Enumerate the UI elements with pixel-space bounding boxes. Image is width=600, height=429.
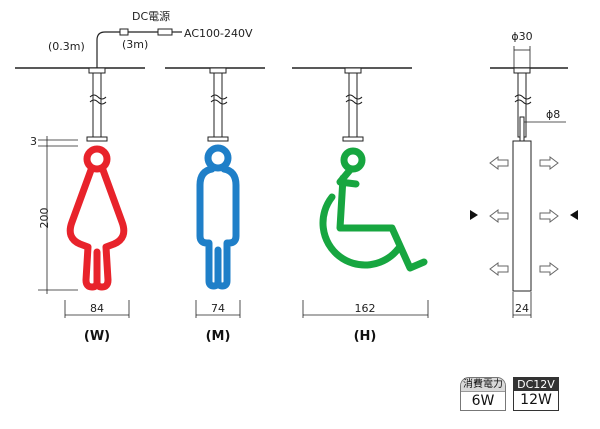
power-value: 6W xyxy=(471,393,495,409)
pipe-h xyxy=(342,67,364,142)
pipe-w xyxy=(86,67,108,142)
width-dim-m-value: 74 xyxy=(211,302,225,315)
light-arrows-left xyxy=(489,156,509,276)
section-marker-left-icon xyxy=(470,210,478,220)
connector xyxy=(119,28,129,36)
voltage-value: 12W xyxy=(520,392,552,408)
top-gap-value: 3 xyxy=(30,135,37,148)
sign-label-m: (M) xyxy=(206,329,231,344)
voltage-badge: DC12V 12W xyxy=(513,377,559,411)
height-dim xyxy=(38,136,78,294)
cord-long-label: (3m) xyxy=(122,38,148,51)
width-dim-w xyxy=(64,300,130,318)
dc-power-label: DC電源 xyxy=(132,9,170,23)
width-dim-w-value: 84 xyxy=(90,302,104,315)
female-sign-icon xyxy=(66,145,128,291)
side-dims xyxy=(512,46,566,318)
pipe-dia: ϕ8 xyxy=(546,108,560,121)
dc-adapter xyxy=(157,28,173,36)
depth-value: 24 xyxy=(515,302,529,315)
sign-label-w: (W) xyxy=(84,329,110,344)
power-header: 消費電力 xyxy=(461,378,505,392)
light-arrows-right xyxy=(539,156,559,276)
voltage-header: DC12V xyxy=(514,378,558,391)
sign-label-h: (H) xyxy=(354,329,377,344)
section-marker-right-icon xyxy=(570,210,578,220)
power-consumption-badge: 消費電力 6W xyxy=(460,377,506,411)
height-value: 200 xyxy=(38,208,51,229)
male-sign-icon xyxy=(196,144,240,290)
power-cord xyxy=(96,31,120,68)
side-view xyxy=(512,67,532,292)
width-dim-h-value: 162 xyxy=(355,302,376,315)
width-dim-h xyxy=(302,300,429,318)
width-dim-m xyxy=(195,300,241,318)
ac-label: AC100-240V xyxy=(184,27,253,40)
wheelchair-sign-icon xyxy=(319,147,428,272)
cord-short-label: (0.3m) xyxy=(48,40,85,53)
pipe-m xyxy=(207,67,229,142)
ceiling-plate-dia: ϕ30 xyxy=(511,30,532,43)
